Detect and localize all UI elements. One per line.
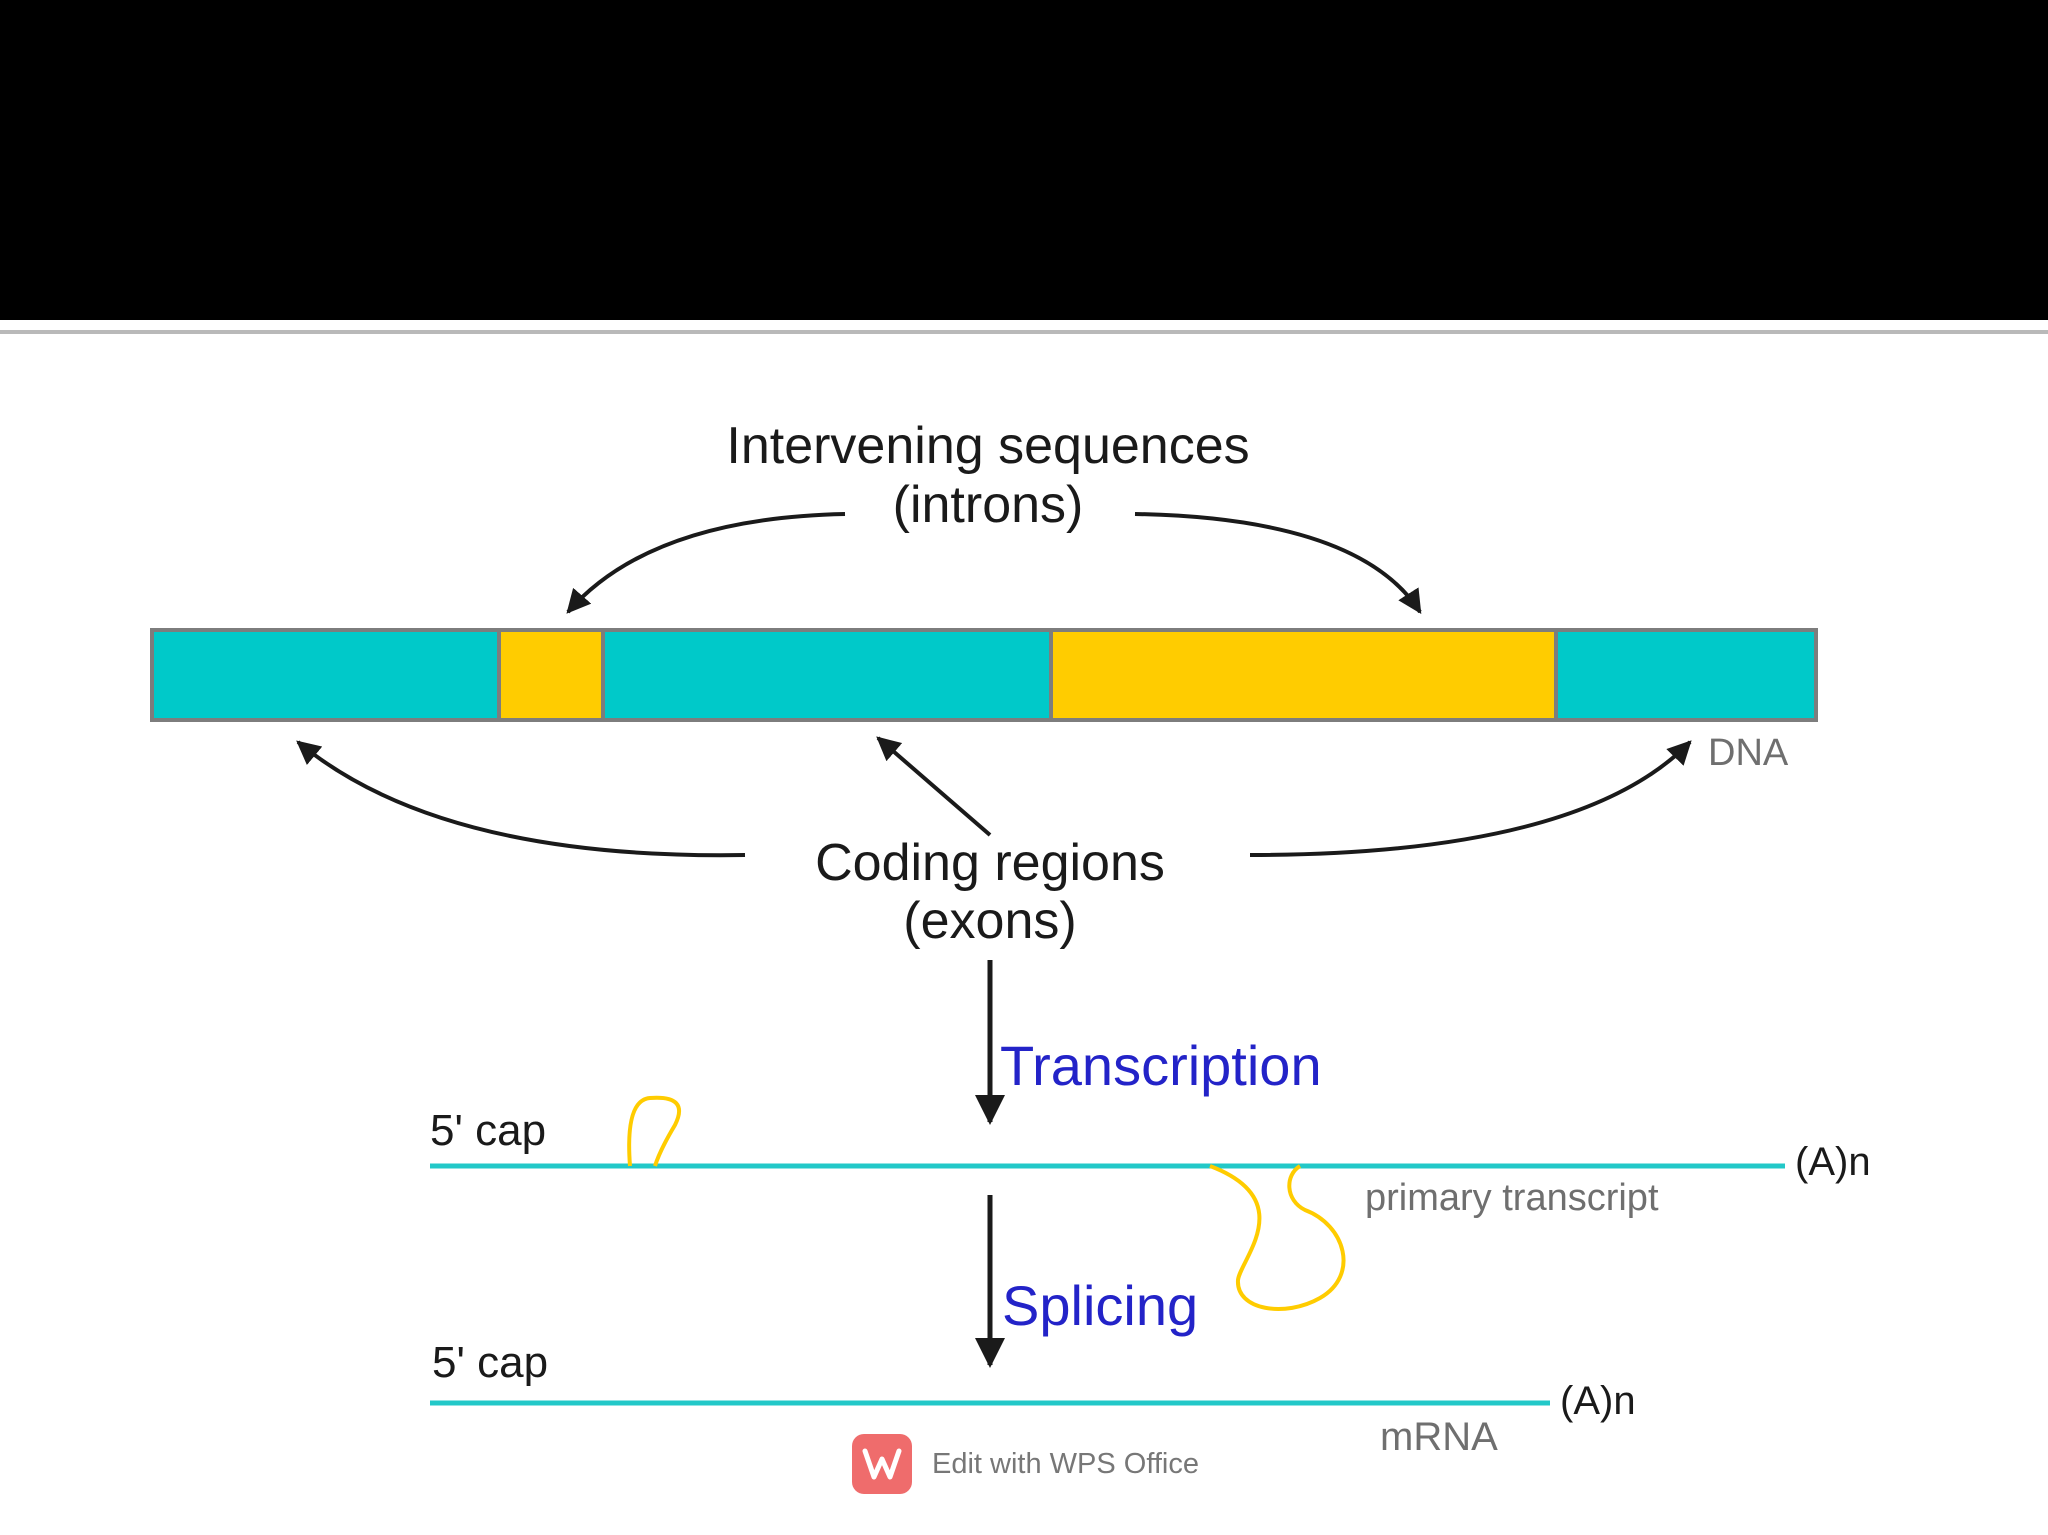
mrna-tail-label: (A)n: [1560, 1379, 1636, 1423]
transcription-label: Transcription: [1000, 1034, 1322, 1097]
dna-bar: [150, 628, 1818, 722]
exon-segment: [1554, 628, 1818, 722]
exon-arrow-right: [1249, 740, 1692, 857]
intron-arrow-right: [1134, 512, 1422, 615]
intron-arrow-left: [566, 512, 846, 614]
primary-cap-label: 5' cap: [430, 1106, 546, 1155]
dna-label: DNA: [1708, 732, 1789, 774]
exons-label-line1: Coding regions: [815, 834, 1165, 892]
primary-transcript-label: primary transcript: [1365, 1177, 1659, 1219]
introns-label-line2: (introns): [893, 476, 1084, 534]
mrna-cap-label: 5' cap: [432, 1338, 548, 1387]
intron-loop-small: [627, 1095, 682, 1167]
intron-segment: [497, 628, 605, 722]
exon-segment: [150, 628, 501, 722]
wps-watermark-text: Edit with WPS Office: [932, 1447, 1199, 1480]
exon-segment: [601, 628, 1053, 722]
exons-label-line2: (exons): [903, 892, 1076, 950]
primary-tail-label: (A)n: [1795, 1140, 1871, 1184]
mrna-label: mRNA: [1380, 1415, 1498, 1459]
splicing-label: Splicing: [1002, 1274, 1198, 1337]
wps-watermark[interactable]: Edit with WPS Office: [852, 1432, 1199, 1496]
title-band: [0, 0, 2048, 320]
intron-segment: [1049, 628, 1558, 722]
introns-label-line1: Intervening sequences: [726, 417, 1249, 475]
title-divider: [0, 330, 2048, 334]
intron-loop-large: [1209, 1164, 1346, 1311]
exon-arrow-middle: [876, 736, 992, 837]
wps-logo-icon: [852, 1434, 912, 1494]
exon-arrow-left: [296, 740, 746, 858]
